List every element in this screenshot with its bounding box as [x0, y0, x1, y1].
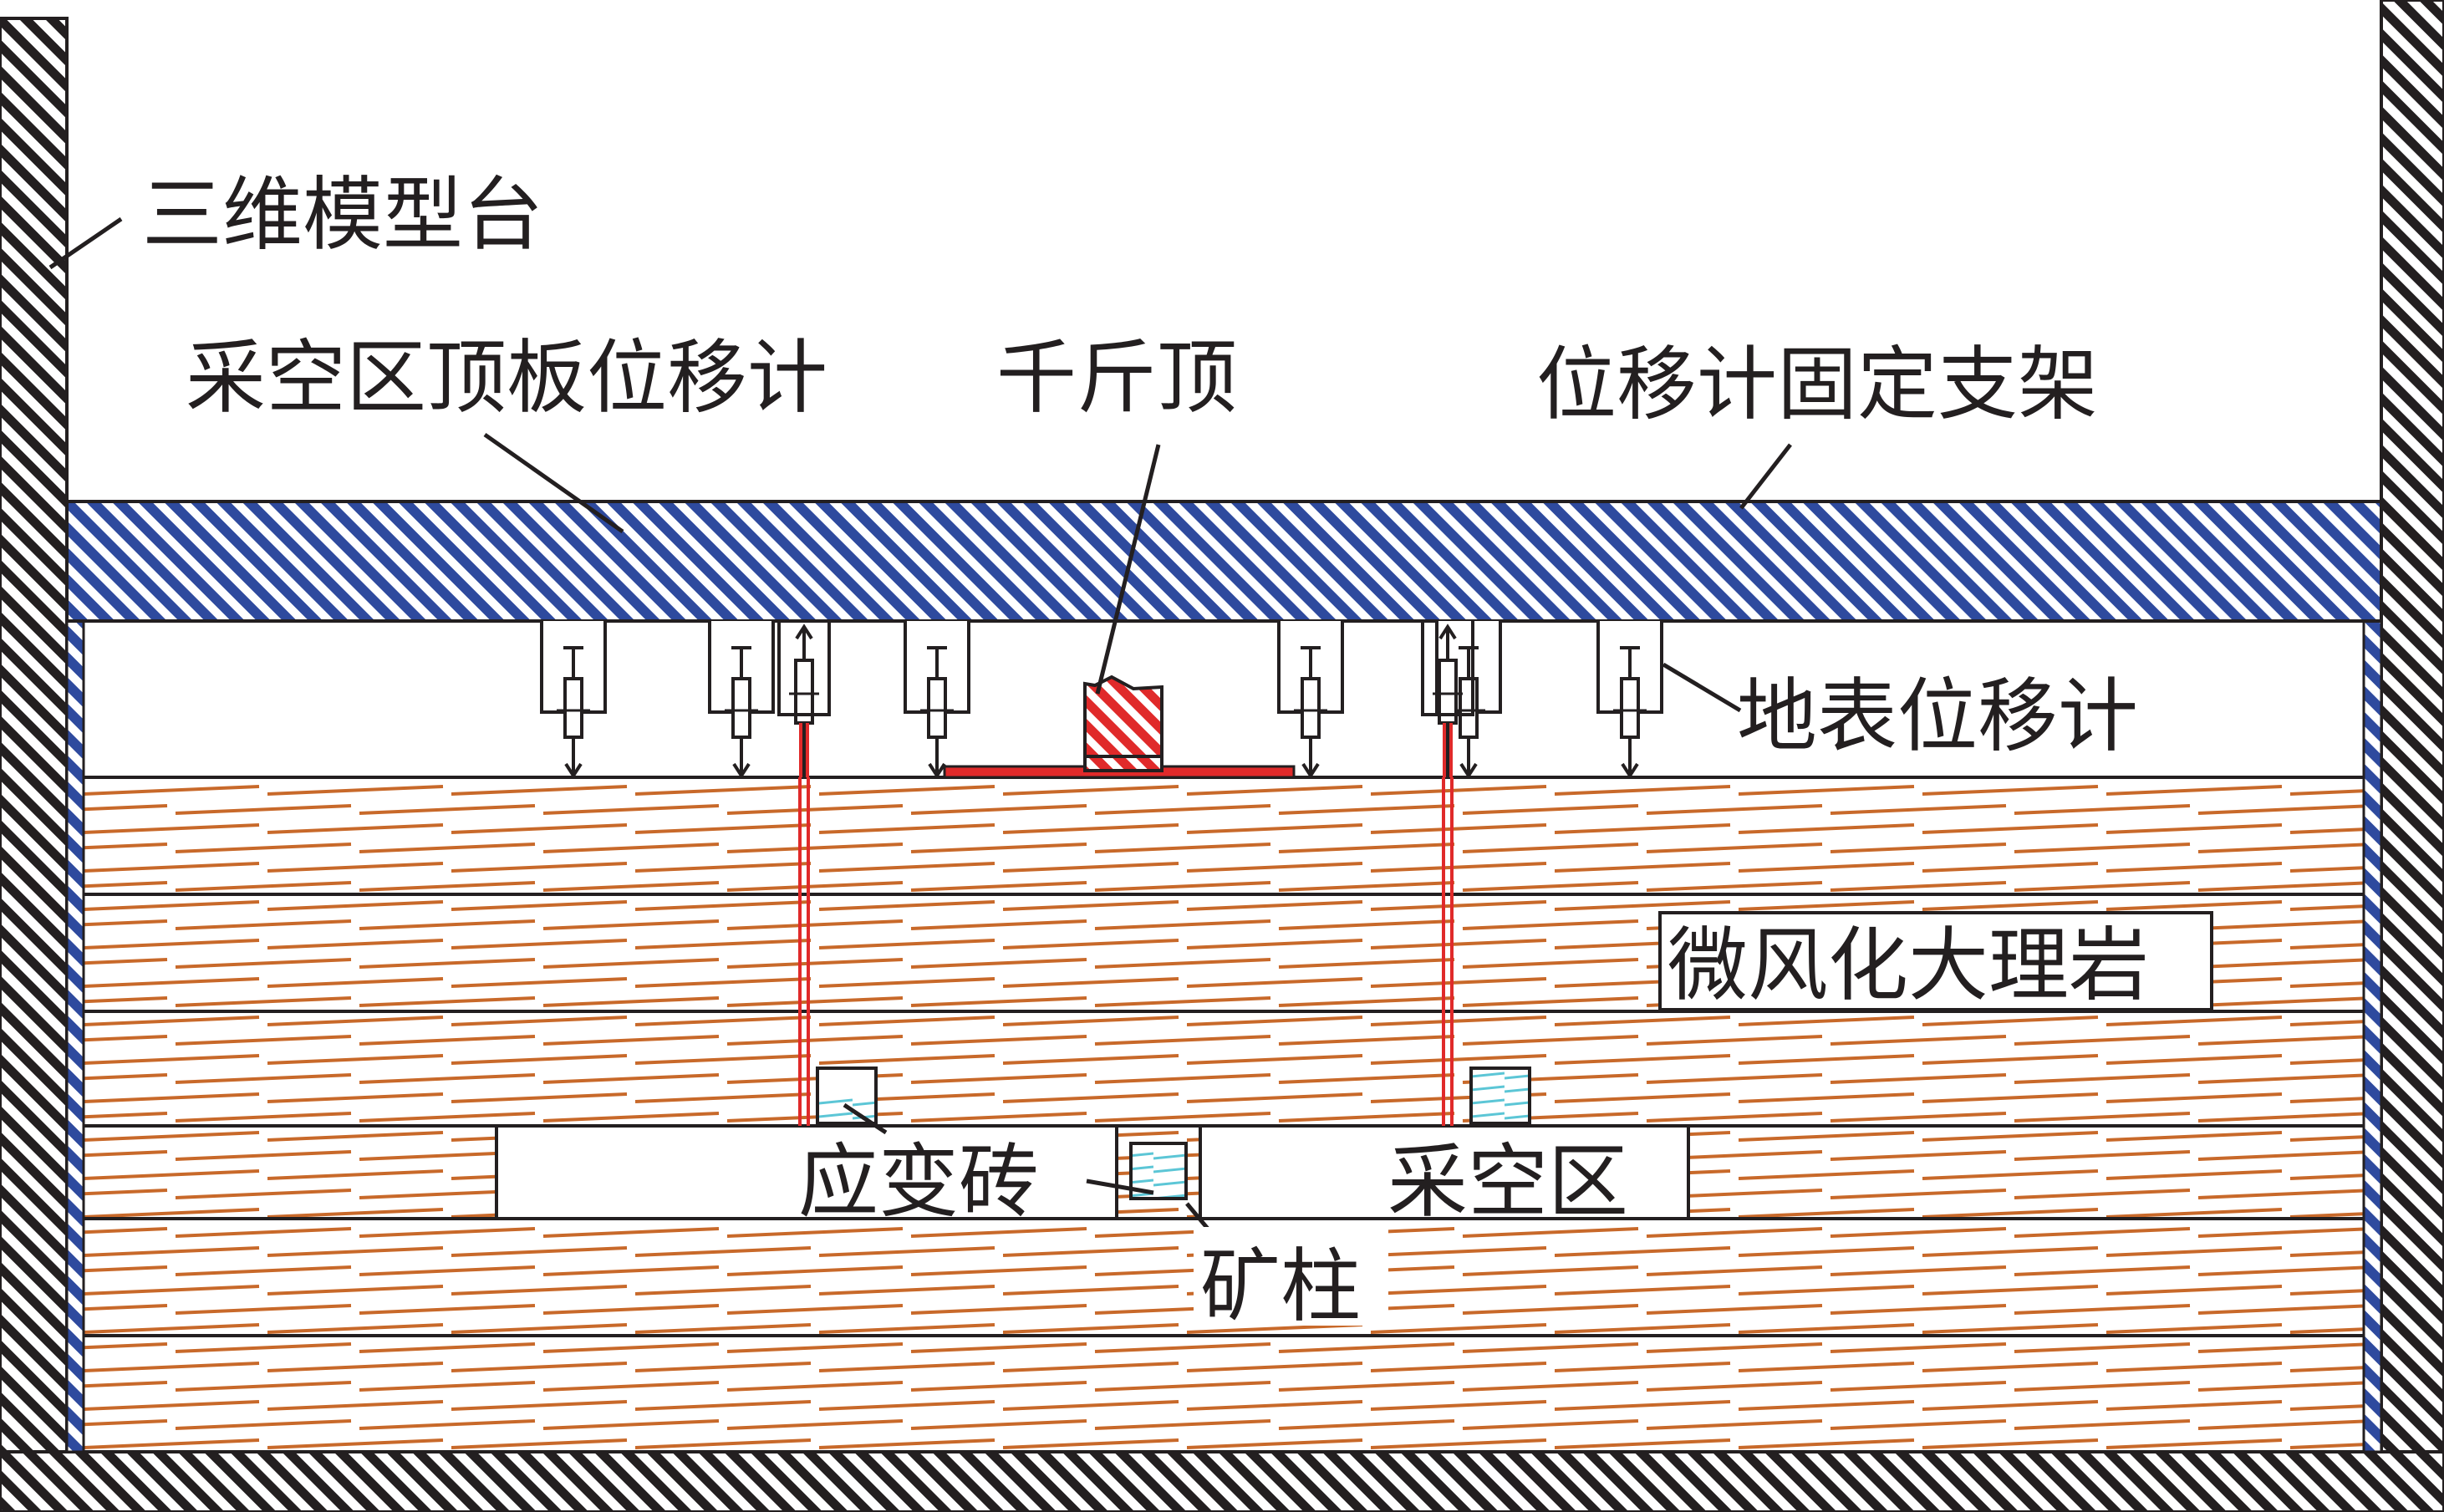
- pillar-label-box: [1194, 1227, 1388, 1326]
- surface-displacement-gauge: [708, 621, 775, 779]
- frame-left-wall: [0, 17, 69, 1512]
- surface-displacement-gauge: [1596, 621, 1663, 779]
- surface-displacement-gauge: [540, 621, 607, 779]
- surface-displacement-gauge: [1277, 621, 1344, 779]
- leader-strain-brick-2: [1086, 1179, 1154, 1195]
- gauge-housing: [1421, 621, 1474, 716]
- label-pillar: 矿柱: [1200, 1240, 1361, 1333]
- label-jack: 千斤顶: [996, 331, 1237, 425]
- gauge-bracket-beam: [65, 500, 2383, 623]
- side-wall-left: [65, 500, 85, 1453]
- frame-floor: [0, 1450, 2444, 1512]
- label-goaf: 采空区: [1387, 1135, 1628, 1229]
- leader-surface-gauge: [1662, 662, 1742, 713]
- rock-label-box: [1658, 911, 2213, 1011]
- goaf-area: [495, 1124, 1690, 1220]
- leader-model-frame: [48, 216, 123, 270]
- jack-body: [1083, 675, 1163, 761]
- side-wall-right: [2362, 500, 2383, 1453]
- roof-displacement-gauge: [789, 624, 819, 777]
- leader-jack: [1095, 444, 1161, 695]
- leader-roof-gauge: [483, 432, 624, 534]
- leader-bracket: [1739, 443, 1792, 510]
- leader-strain-brick: [843, 1102, 888, 1135]
- surface-gauges: [540, 621, 1663, 779]
- rock-mass: [65, 776, 2383, 1453]
- label-roof-gauge: 采空区顶板位移计: [186, 331, 827, 425]
- gauge-housing: [777, 621, 831, 716]
- surface-displacement-gauge: [904, 621, 970, 779]
- jack: [943, 675, 1296, 779]
- frame-right-wall: [2380, 0, 2444, 1512]
- roof-gauge-rods: [798, 777, 1454, 1126]
- label-strain-brick: 应变砖: [798, 1135, 1039, 1229]
- label-surface-gauge: 地表位移计: [1737, 669, 2138, 763]
- label-rock: 微风化大理岩: [1668, 919, 2149, 1012]
- roof-displacement-gauge: [1433, 624, 1463, 777]
- label-gauge-bracket: 位移计固定支架: [1536, 338, 2098, 431]
- label-model-frame: 三维模型台: [142, 168, 543, 262]
- leader-lines: [48, 216, 1792, 1255]
- jack-cap: [1083, 755, 1163, 772]
